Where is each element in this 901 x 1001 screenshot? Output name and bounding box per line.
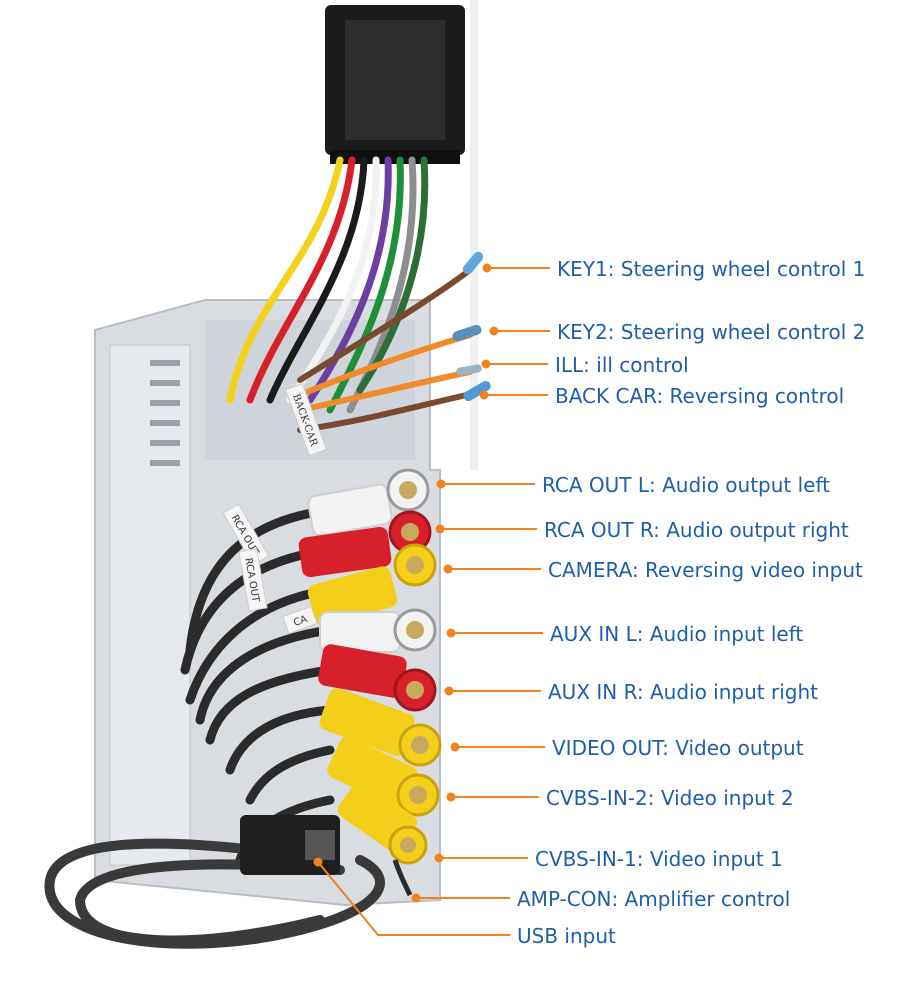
leader-line-cvbs-in-1: [434, 853, 528, 863]
wire-tag-back-car: BACK-CAR: [284, 383, 328, 457]
label-rca-out-r: RCA OUT R: Audio output right: [544, 518, 849, 542]
rca-plug-rca-out-l: [307, 468, 430, 537]
leader-lines: [313, 263, 550, 936]
leader-line-key2: [489, 326, 550, 336]
leader-line-camera: [443, 564, 541, 574]
amp-con-wire: [392, 859, 413, 897]
label-amp-con: AMP-CON: Amplifier control: [517, 887, 791, 911]
label-rca-out-l: RCA OUT L: Audio output left: [542, 473, 831, 497]
leader-line-usb: [313, 857, 510, 936]
label-camera: CAMERA: Reversing video input: [548, 558, 863, 582]
leader-line-aux-in-l: [446, 628, 543, 638]
leader-line-cvbs-in-2: [446, 792, 539, 802]
label-video-out: VIDEO OUT: Video output: [552, 736, 804, 760]
usb-cable: [44, 838, 385, 949]
label-ill: ILL: ill control: [555, 353, 689, 377]
rca-plug-rca-out-r: [298, 510, 432, 578]
rca-plug-video-out: [319, 688, 442, 767]
label-back-car: BACK CAR: Reversing control: [555, 384, 845, 408]
leader-line-aux-in-r: [444, 686, 541, 696]
wire-tag-ca: CA: [282, 605, 318, 635]
label-key1: KEY1: Steering wheel control 1: [557, 257, 866, 281]
iso-connector: [325, 5, 465, 164]
leader-line-back-car: [479, 390, 548, 400]
wire-tag-rca-out-2: RCA OUT: [238, 548, 268, 612]
leader-line-rca-out-l: [436, 479, 535, 489]
leader-line-ill: [481, 359, 548, 369]
leader-line-key1: [482, 263, 550, 273]
wire-tips: [452, 251, 491, 401]
rca-plug-aux-in-l: [319, 608, 437, 653]
leader-line-rca-out-r: [435, 524, 537, 534]
usb-connector: [240, 815, 340, 875]
rca-plug-aux-in-r: [318, 644, 437, 712]
label-cvbs-in-2: CVBS-IN-2: Video input 2: [546, 786, 794, 810]
rca-plug-camera: [307, 543, 437, 626]
leader-line-amp-con: [411, 893, 510, 903]
label-aux-in-r: AUX IN R: Audio input right: [548, 680, 818, 704]
label-cvbs-in-1: CVBS-IN-1: Video input 1: [535, 847, 783, 871]
rca-plug-cvbs-in-2: [327, 736, 440, 817]
control-wires: [297, 267, 483, 433]
leader-line-video-out: [450, 742, 545, 752]
label-key2: KEY2: Steering wheel control 2: [557, 320, 866, 344]
label-aux-in-l: AUX IN L: Audio input left: [550, 622, 804, 646]
label-usb: USB input: [517, 924, 616, 948]
rca-plug-cvbs-in-1: [337, 780, 428, 865]
wire-tag-text: CA: [292, 614, 309, 629]
